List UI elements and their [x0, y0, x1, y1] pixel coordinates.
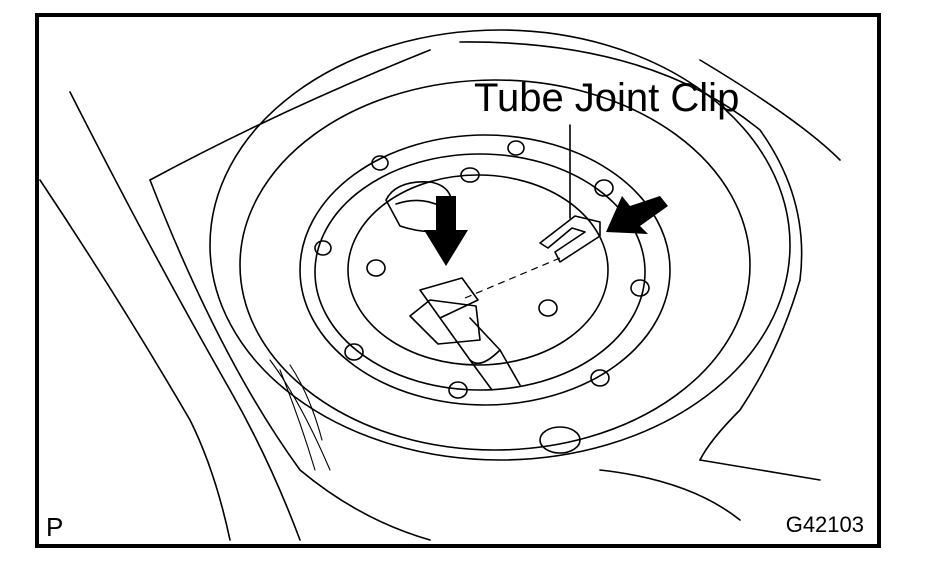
figure-code: G42103	[785, 512, 864, 537]
arrow-left-icon	[606, 196, 668, 234]
tube-joint-clip	[539, 215, 601, 263]
body-panel-right	[459, 41, 841, 521]
corner-mark: P	[46, 512, 64, 542]
figure-frame	[35, 13, 881, 548]
body-panel-left	[39, 49, 431, 541]
pump-flange	[209, 29, 791, 461]
flange-bolts	[314, 140, 650, 454]
fuel-line-connector	[409, 277, 521, 391]
alignment-line	[464, 257, 561, 299]
arrow-down-icon	[424, 196, 468, 266]
tube-joint-clip-label: Tube Joint Clip	[474, 76, 740, 120]
